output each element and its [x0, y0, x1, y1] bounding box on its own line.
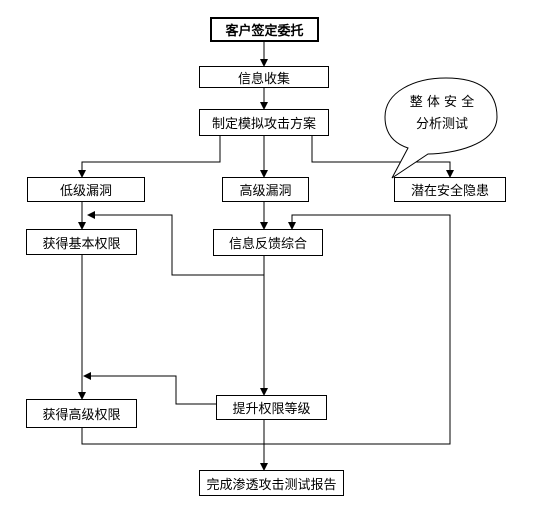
callout-line2: 分析测试	[415, 117, 468, 132]
callout-line1: 整 体 安 全	[409, 95, 475, 110]
node-high-perm: 获得高级权限	[26, 399, 137, 428]
arrow-high-perm-to-feedback	[81, 214, 451, 445]
arrow-plan-to-risk	[311, 136, 454, 178]
arrow-raise-to-high-perm	[83, 372, 216, 405]
node-client-commission: 客户签定委托	[210, 17, 319, 42]
node-report: 完成渗透攻击测试报告	[199, 470, 344, 496]
node-info-collect: 信息收集	[199, 66, 329, 88]
node-potential-risk: 潜在安全隐患	[394, 177, 506, 202]
node-raise-perm: 提升权限等级	[216, 395, 327, 420]
arrow-plan-to-low	[78, 136, 221, 178]
node-high-vuln: 高级漏洞	[222, 177, 309, 202]
node-low-vuln: 低级漏洞	[27, 177, 145, 202]
callout-bubble	[384, 77, 498, 179]
node-basic-perm: 获得基本权限	[26, 229, 137, 255]
node-plan: 制定模拟攻击方案	[199, 109, 329, 136]
node-info-feedback: 信息反馈综合	[213, 229, 323, 256]
callout-text: 整 体 安 全 分析测试	[392, 92, 492, 136]
